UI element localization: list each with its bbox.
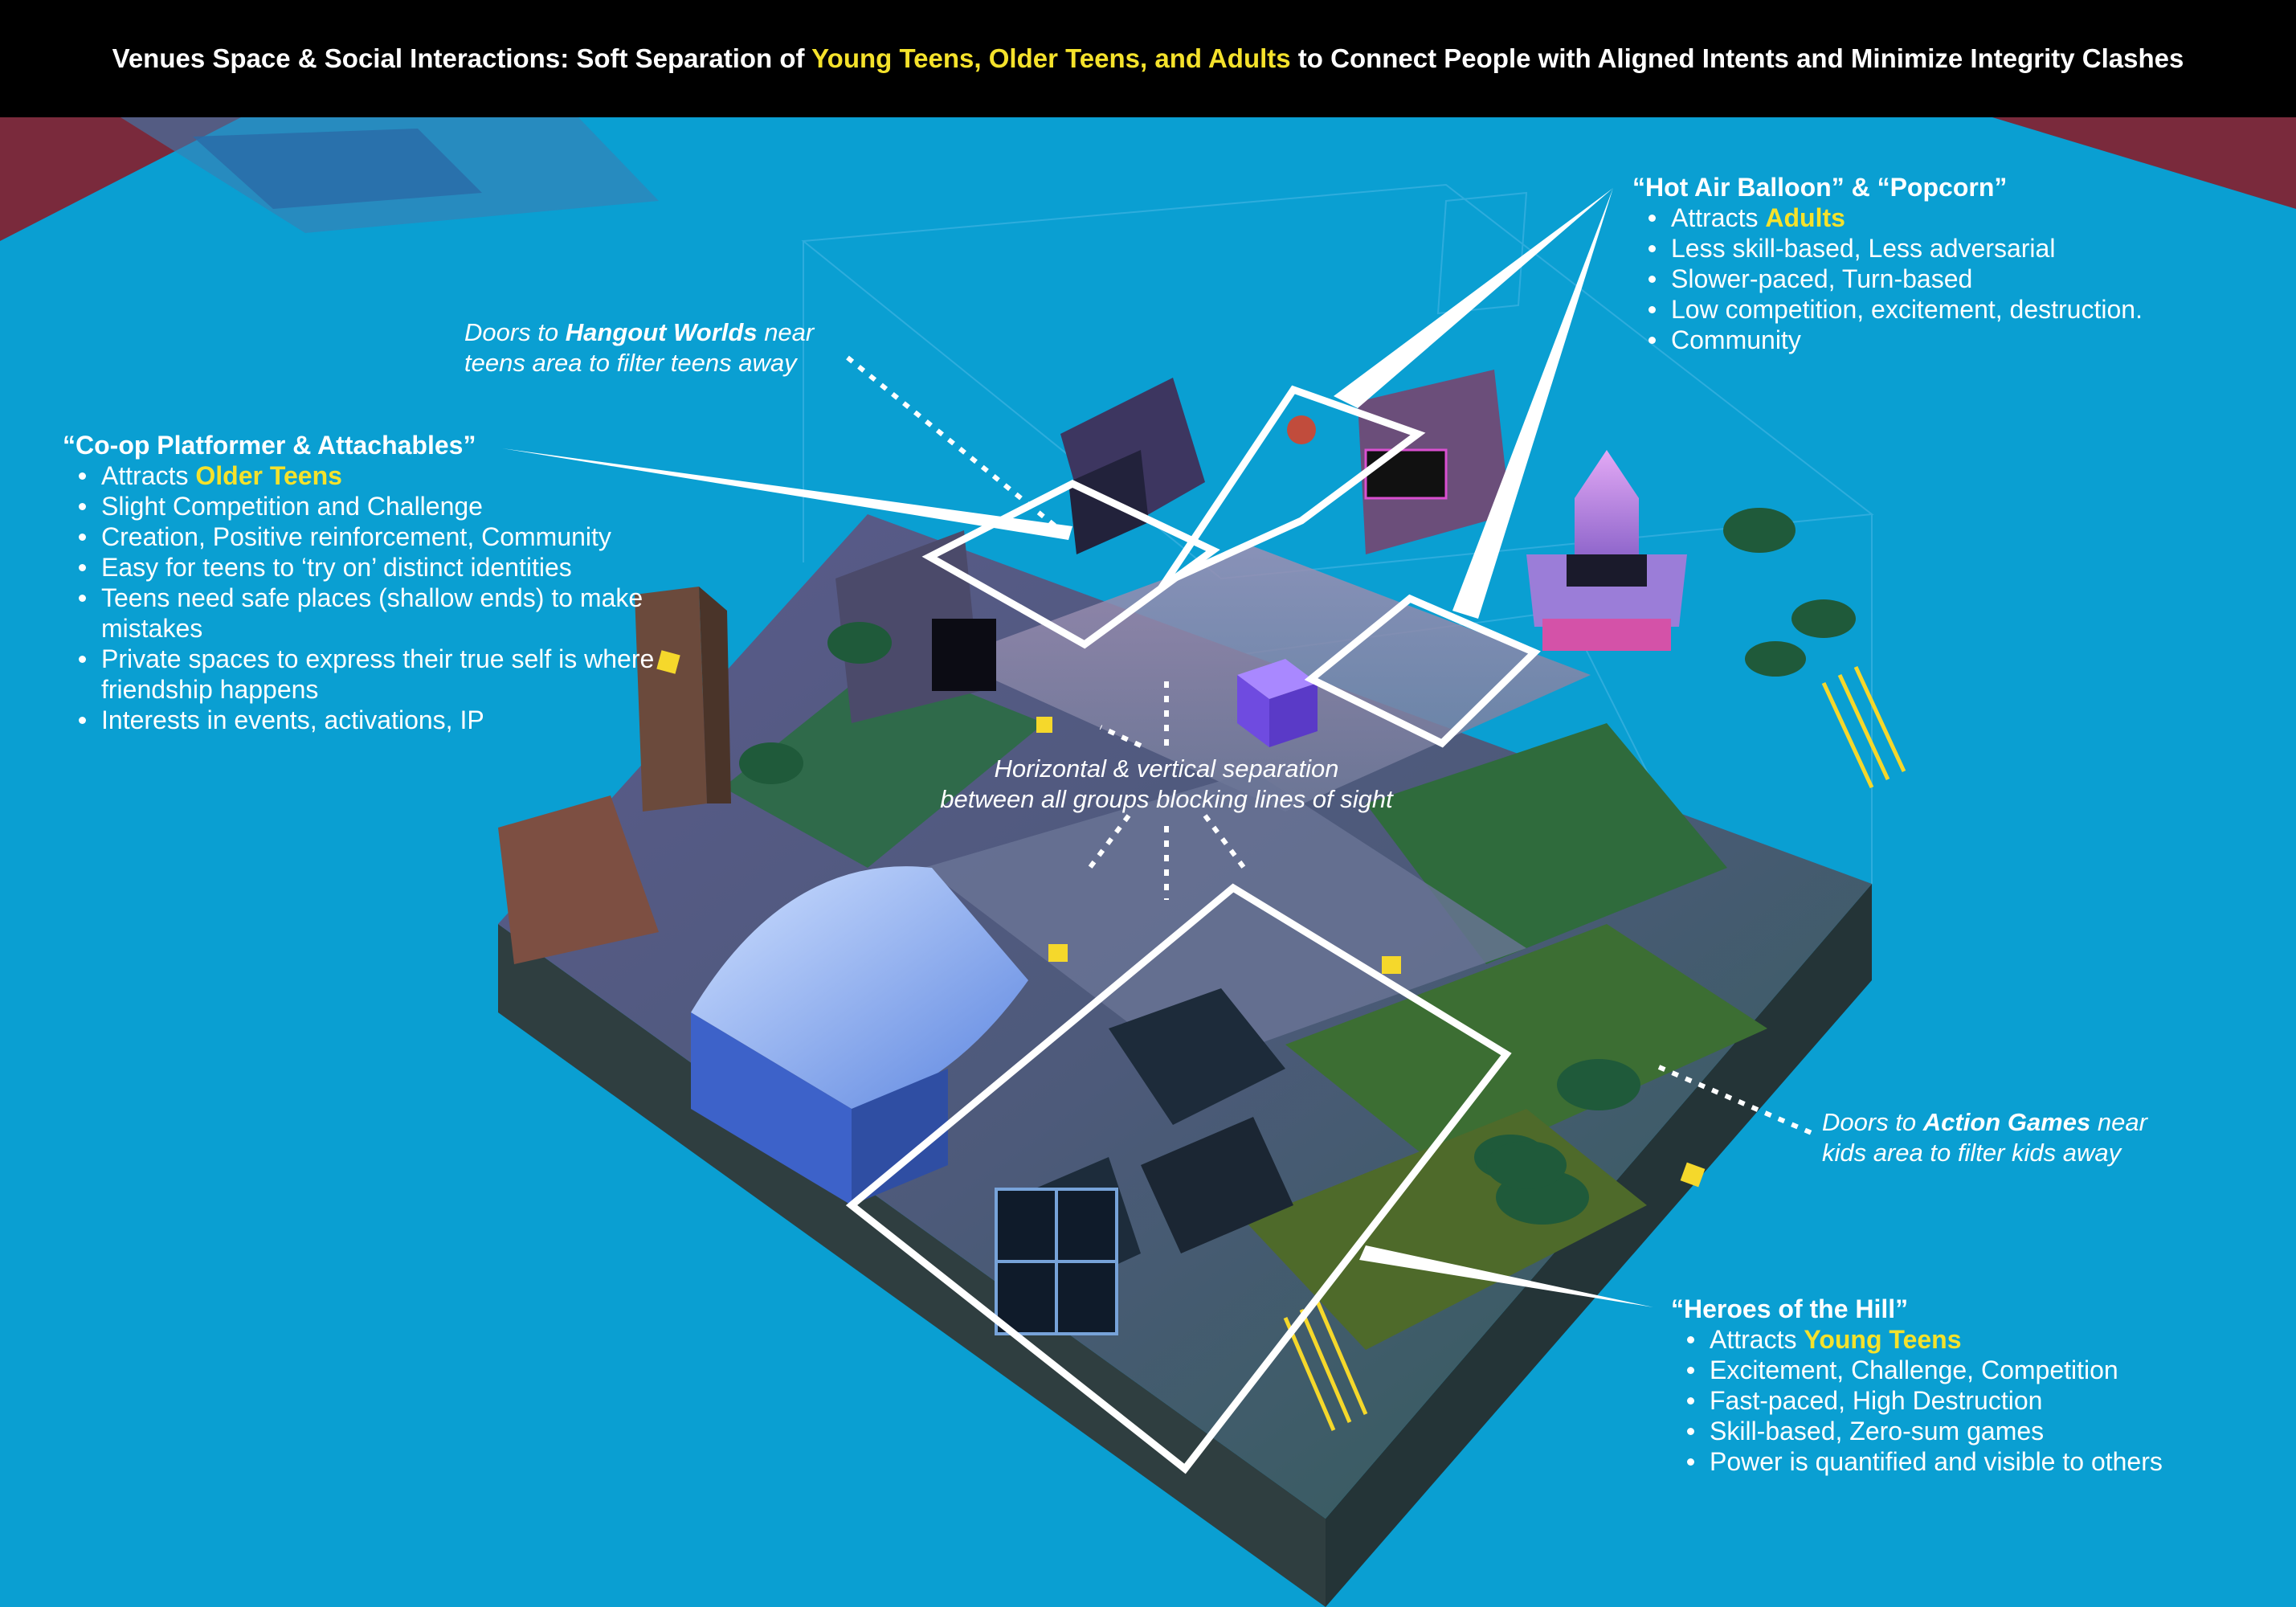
pointer-coop [502,448,1072,540]
trees [739,508,1856,1225]
title-suffix: to Connect People with Aligned Intents a… [1290,43,2184,73]
callout-heading: “Hot Air Balloon” & “Popcorn” [1632,173,2008,202]
callout-coop-platformer: “Co-op Platformer & Attachables” Attract… [63,430,673,735]
dotted-connectors [846,355,1813,1135]
note-line: Horizontal & vertical separation [994,754,1339,783]
title-prefix: Venues Space & Social Interactions: Soft… [112,43,812,73]
note-line: Doors to Action Games near [1822,1107,2147,1138]
list-item-text: Attracts [1710,1325,1804,1354]
list-item: Excitement, Challenge, Competition [1687,1355,2163,1385]
connector-separation-down-right [1203,814,1248,871]
center-purple-cube [1237,659,1318,747]
balloon-sphere [1287,415,1316,444]
dome-building [691,866,1028,1205]
callout-pointers [502,188,1653,1307]
list-item: Creation, Positive reinforcement, Commun… [79,521,673,552]
list-item: Teens need safe places (shallow ends) to… [79,583,673,644]
note-line: kids area to filter kids away [1822,1139,2122,1167]
callout-list: Attracts Young Teens Excitement, Challen… [1671,1324,2163,1477]
title-bar: Venues Space & Social Interactions: Soft… [0,0,2296,117]
note-line: Doors to Hangout Worlds near [464,317,814,348]
list-item-text: Attracts [101,461,196,490]
hot-air-balloon-zone [1154,385,1426,591]
audience-highlight: Older Teens [195,461,342,490]
callout-hot-air-balloon: “Hot Air Balloon” & “Popcorn” Attracts A… [1632,172,2143,355]
sky-corner [0,117,2296,241]
heroes-hill-zone [845,883,1512,1474]
list-item: Slower-paced, Turn-based [1648,264,2143,294]
note-text: near [2090,1108,2147,1136]
note-line: between all groups blocking lines of sig… [940,785,1393,813]
callout-list: Attracts Older Teens Slight Competition … [63,460,673,735]
list-item-text: Attracts [1671,203,1766,232]
list-item: Low competition, excitement, destruction… [1648,295,2143,324]
list-item: Skill-based, Zero-sum games [1687,1416,2163,1446]
list-item: Attracts Older Teens [79,460,673,491]
zone-highlights [845,385,1541,1474]
callout-heading: “Co-op Platformer & Attachables” [63,431,476,460]
popcorn-zone [1304,594,1541,748]
note-text: Doors to [464,318,566,346]
note-text: near [757,318,815,346]
pointer-heroes [1359,1245,1653,1307]
callout-heroes-of-the-hill: “Heroes of the Hill” Attracts Young Teen… [1671,1294,2163,1477]
purple-tower [1526,450,1687,651]
title-highlight: Young Teens, Older Teens, and Adults [811,43,1291,73]
connector-hangout-doors [846,355,1070,539]
note-action-doors: Doors to Action Games near kids area to … [1822,1107,2147,1168]
arena-structures [995,988,1293,1335]
list-item: Attracts Young Teens [1687,1324,2163,1355]
list-item: Slight Competition and Challenge [79,491,673,521]
list-item: Easy for teens to ‘try on’ distinct iden… [79,552,673,583]
left-tall-building [498,587,731,964]
list-item: Community [1648,325,2143,355]
note-hangout-doors: Doors to Hangout Worlds near teens area … [464,317,814,378]
list-item: Less skill-based, Less adversarial [1648,233,2143,264]
coop-platformer-zone [921,479,1220,649]
callout-list: Attracts Adults Less skill-based, Less a… [1632,202,2143,355]
list-item: Interests in events, activations, IP [79,705,673,735]
lower-plaza [924,771,1526,1069]
back-buildings [835,370,1510,723]
connector-separation-down-left [1086,814,1131,871]
note-line: teens area to filter teens away [464,349,797,377]
audience-highlight: Young Teens [1804,1325,1962,1354]
note-text: Doors to [1822,1108,1923,1136]
note-bold: Action Games [1922,1108,2091,1136]
callout-heading: “Heroes of the Hill” [1671,1294,1909,1323]
list-item: Fast-paced, High Destruction [1687,1385,2163,1416]
list-item: Attracts Adults [1648,202,2143,233]
yellow-stairs [1283,665,1906,1431]
pointer-popcorn [1452,188,1613,619]
pointer-hot-air-balloon [1334,188,1613,408]
list-item: Power is quantified and visible to other… [1687,1447,2163,1476]
note-bold: Hangout Worlds [565,318,758,346]
yellow-cubes [656,650,1706,1188]
audience-highlight: Adults [1765,203,1845,232]
list-item: Private spaces to express their true sel… [79,644,673,705]
page-title: Venues Space & Social Interactions: Soft… [112,43,2184,74]
note-separation: Horizontal & vertical separation between… [885,754,1448,815]
